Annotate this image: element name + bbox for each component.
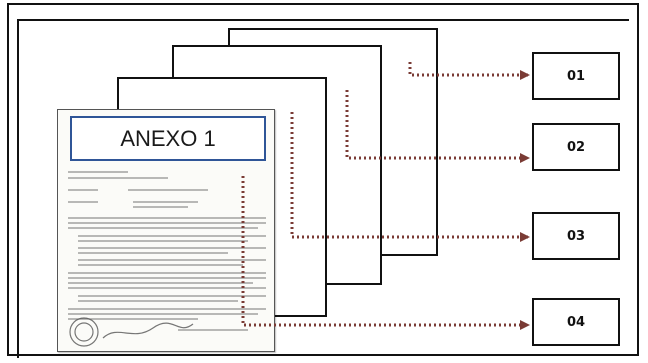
- annex-title-box: ANEXO 1: [70, 116, 266, 161]
- label-04: 04: [566, 314, 586, 330]
- arrow-04: [241, 176, 530, 330]
- annex-title: ANEXO 1: [120, 125, 216, 151]
- arrow-03: [290, 112, 530, 242]
- document-text-lines: [68, 171, 266, 347]
- label-box-04: 04: [532, 298, 620, 346]
- arrow-02: [345, 90, 530, 163]
- diagram-inner-frame: [17, 19, 629, 358]
- label-box-01: 01: [532, 52, 620, 100]
- label-box-03: 03: [532, 212, 620, 260]
- seal-stamp: [69, 317, 194, 347]
- label-03: 03: [566, 228, 586, 244]
- label-01: 01: [566, 68, 586, 84]
- arrow-01: [408, 62, 530, 80]
- label-02: 02: [566, 139, 586, 155]
- label-box-02: 02: [532, 123, 620, 171]
